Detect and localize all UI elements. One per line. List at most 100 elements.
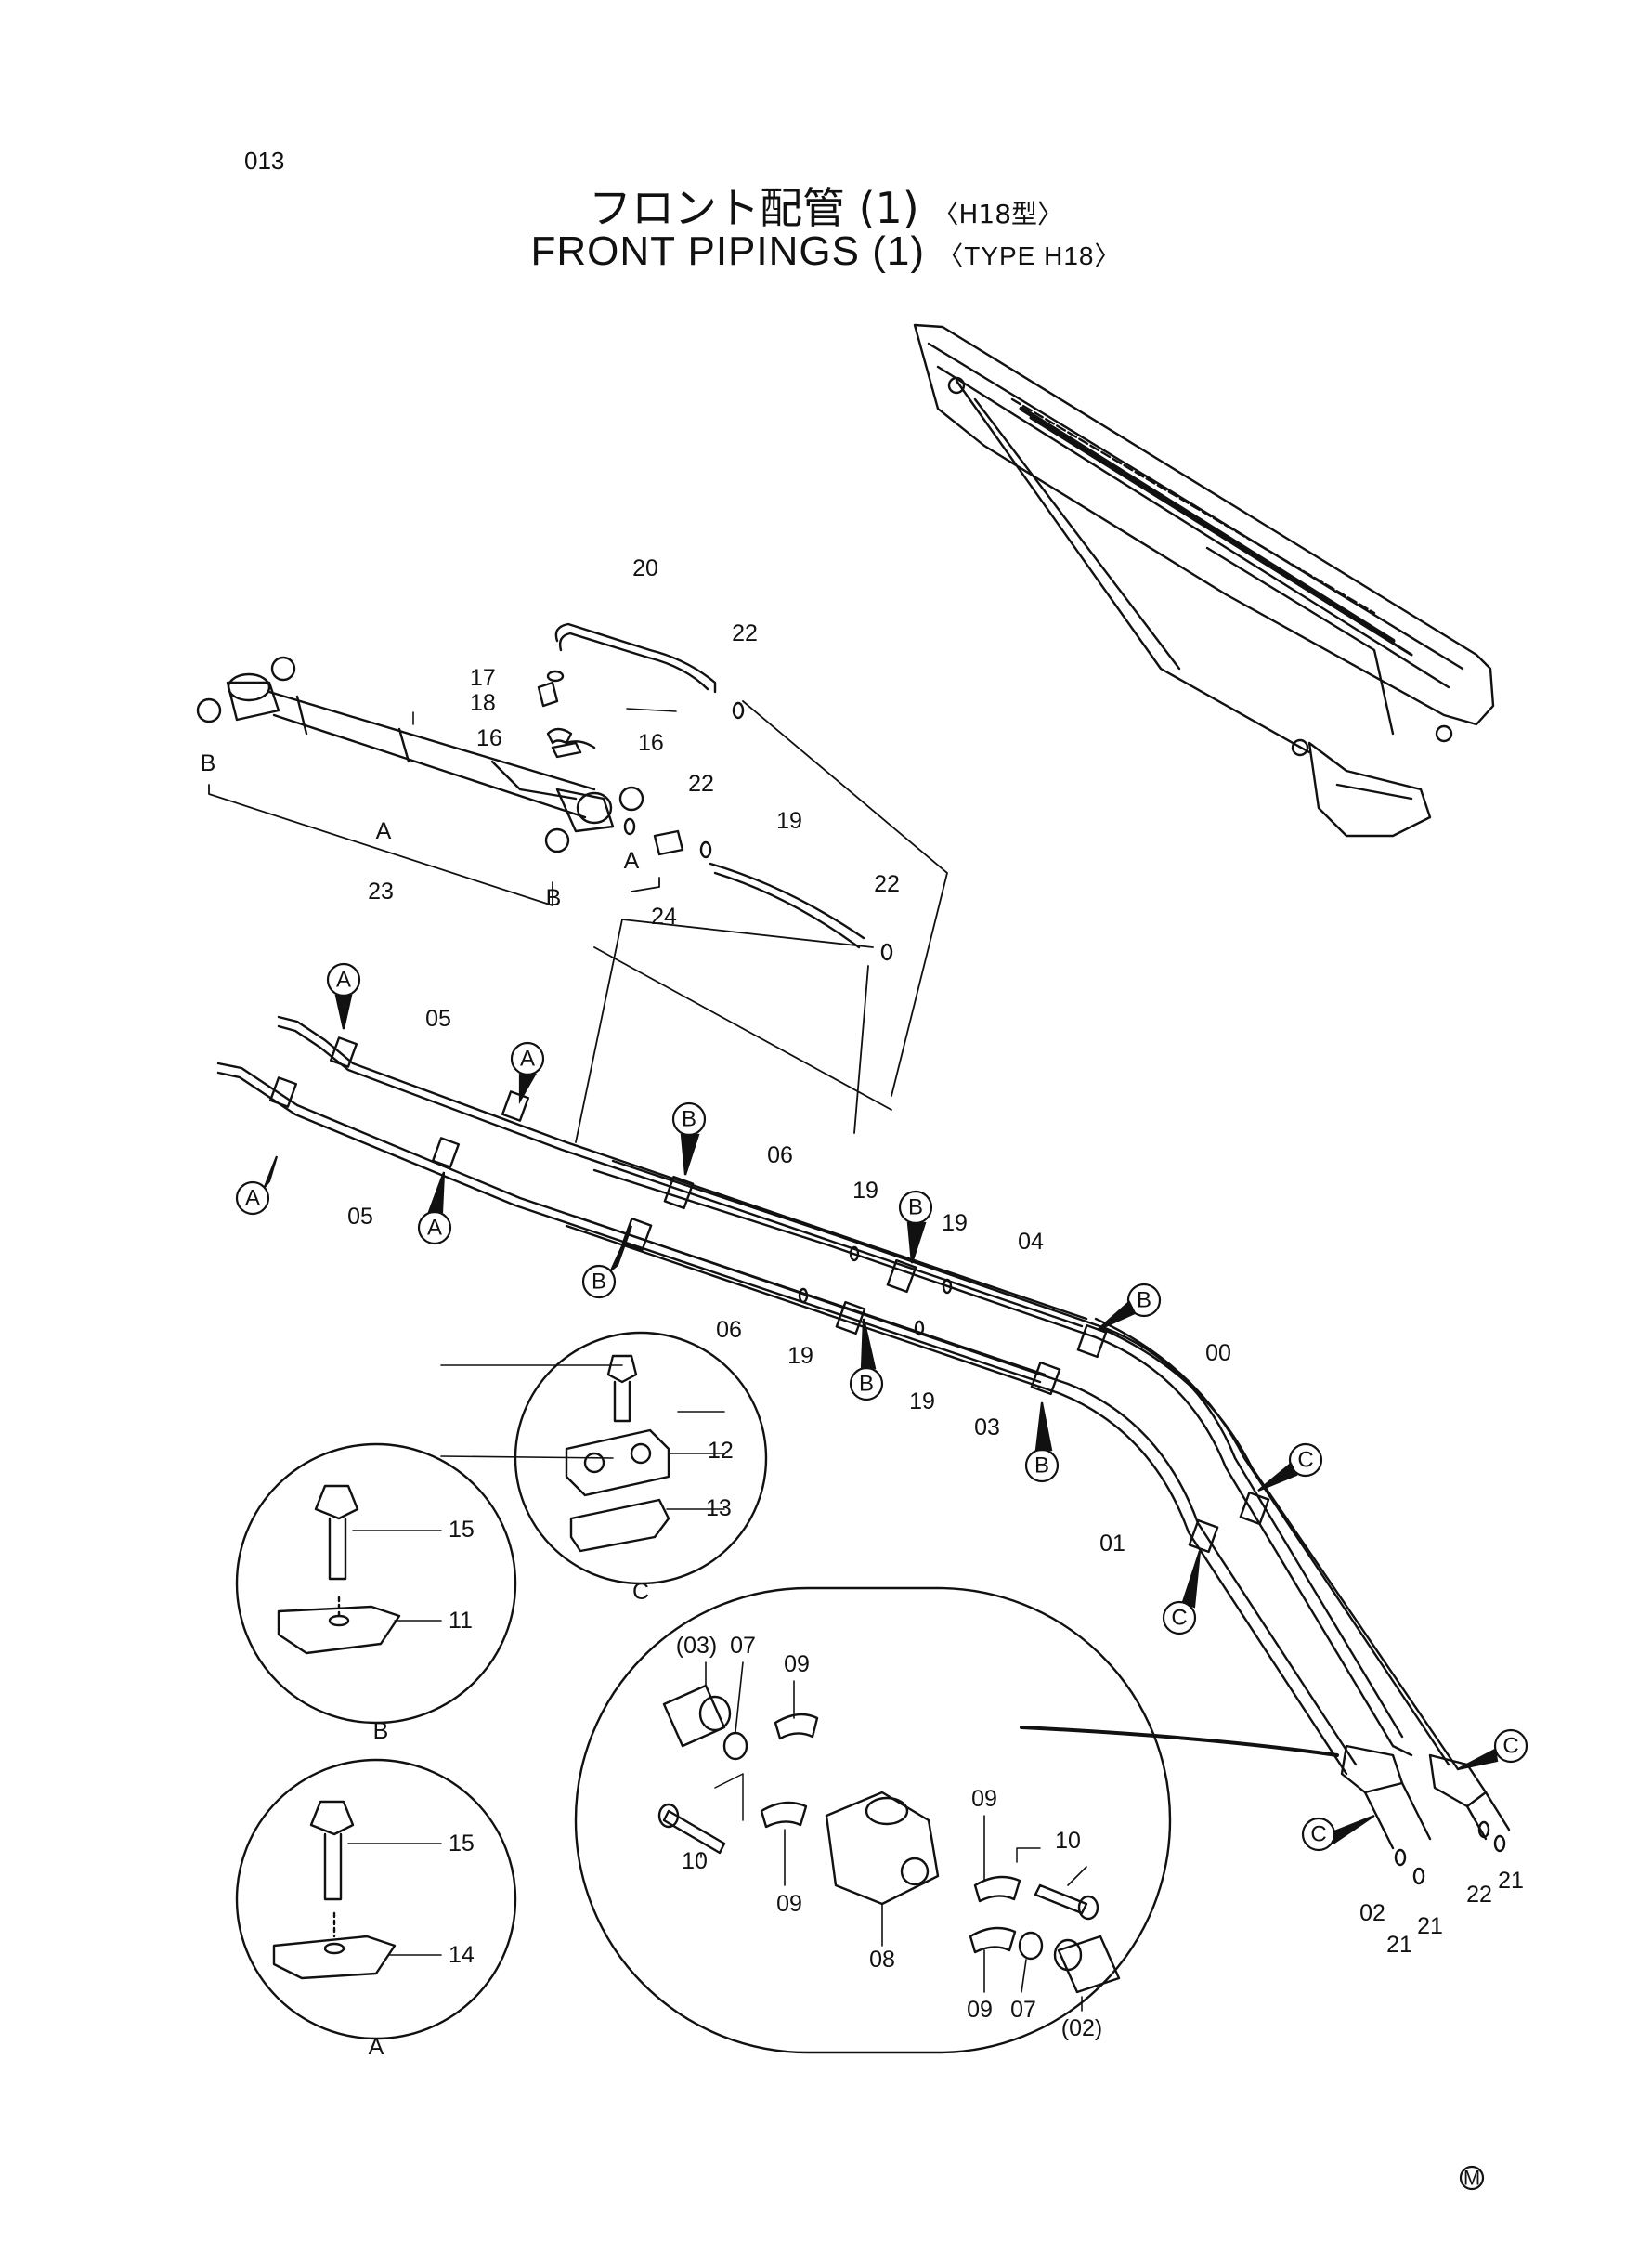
label-part-17: 17 xyxy=(470,665,496,691)
callout-b-6-letter: B xyxy=(1034,1453,1049,1479)
label-part-03: 03 xyxy=(974,1414,1000,1440)
cylinder-assembly xyxy=(196,656,644,853)
callout-c-4 xyxy=(1301,1814,1375,1852)
label-part-18: 18 xyxy=(470,690,496,716)
label-part-21b: 21 xyxy=(1417,1913,1443,1939)
callout-c-4-letter: C xyxy=(1310,1822,1326,1847)
title-jp-main: フロント配管 (1) xyxy=(588,183,919,233)
callout-b-3 xyxy=(898,1190,933,1264)
callout-b-1-letter: B xyxy=(682,1107,696,1132)
label-part-16b: 16 xyxy=(638,730,664,756)
excavator-front-overview xyxy=(913,323,1495,838)
detail-b xyxy=(235,1442,517,1725)
callout-b-2 xyxy=(581,1225,633,1299)
callout-a-1-letter: A xyxy=(336,968,351,993)
callout-a-3 xyxy=(235,1155,279,1216)
callout-a-2 xyxy=(510,1041,545,1105)
callout-a-1 xyxy=(326,962,361,1030)
callout-a-4 xyxy=(417,1171,452,1245)
label-detail-c: C xyxy=(632,1579,649,1605)
title-en-main: FRONT PIPINGS (1) xyxy=(530,228,925,274)
label-part-09b: 09 xyxy=(776,1891,802,1917)
label-part-10b: 10 xyxy=(1055,1828,1081,1854)
callout-b-4 xyxy=(849,1318,884,1401)
label-part-22b: 22 xyxy=(688,771,714,797)
callout-a-2-letter: A xyxy=(520,1047,535,1072)
callout-c-3-letter: C xyxy=(1502,1734,1518,1759)
detail-c xyxy=(514,1331,768,1585)
callout-b-4-letter: B xyxy=(859,1372,874,1397)
label-part-05b: 05 xyxy=(347,1204,373,1230)
label-part-22d: 22 xyxy=(1466,1882,1492,1908)
callout-b-2-letter: B xyxy=(592,1270,606,1295)
label-part-15a: 15 xyxy=(449,1517,475,1543)
callout-a-3-letter: A xyxy=(245,1186,260,1211)
title-japanese: フロント配管 (1) 〈H18型〉 xyxy=(0,175,1652,236)
label-part-10a: 10 xyxy=(682,1848,708,1874)
callout-b-5-letter: B xyxy=(1137,1288,1151,1313)
label-part-06b: 06 xyxy=(716,1317,742,1343)
label-part-02-paren: (02) xyxy=(1061,2015,1102,2041)
mark-circle xyxy=(1459,2165,1485,2191)
label-part-19b: 19 xyxy=(852,1178,878,1204)
label-part-11: 11 xyxy=(449,1608,473,1634)
label-part-09c: 09 xyxy=(971,1786,997,1812)
label-ref-a2: A xyxy=(624,848,640,874)
label-part-12: 12 xyxy=(708,1438,734,1464)
label-part-16a: 16 xyxy=(476,725,502,751)
clamps xyxy=(268,1036,1270,1554)
label-part-14: 14 xyxy=(449,1942,475,1968)
label-part-01: 01 xyxy=(1099,1531,1125,1557)
label-part-15b: 15 xyxy=(449,1831,475,1857)
label-part-00: 00 xyxy=(1205,1340,1231,1366)
callout-b-5 xyxy=(1097,1283,1162,1332)
label-ref-b1: B xyxy=(201,750,216,776)
callout-markers xyxy=(235,962,1528,2191)
label-part-21a: 21 xyxy=(1386,1932,1412,1958)
callout-c-2-letter: C xyxy=(1171,1606,1187,1631)
pipe-20 xyxy=(554,622,717,694)
page-number: 013 xyxy=(244,147,285,175)
label-part-20: 20 xyxy=(632,555,658,581)
label-ref-b2: B xyxy=(546,885,562,911)
callout-c-1 xyxy=(1257,1442,1323,1492)
detail-a xyxy=(235,1758,517,2040)
label-part-19a: 19 xyxy=(776,808,802,834)
hose-19 xyxy=(709,862,865,940)
label-part-02: 02 xyxy=(1359,1900,1385,1926)
label-part-13: 13 xyxy=(706,1495,732,1521)
callout-c-2 xyxy=(1162,1550,1202,1635)
title-jp-sub: 〈H18型〉 xyxy=(932,199,1064,229)
label-part-07b: 07 xyxy=(1010,1997,1036,2023)
manufacturer-mark: M xyxy=(1463,2167,1480,2190)
label-part-22a: 22 xyxy=(732,620,758,646)
title-english: FRONT PIPINGS (1) 〈TYPE H18〉 xyxy=(0,228,1652,275)
label-detail-a: A xyxy=(369,2034,384,2060)
label-part-07a: 07 xyxy=(730,1633,756,1659)
pipe-bundle xyxy=(216,1015,1511,1850)
label-detail-b: B xyxy=(373,1718,389,1744)
label-part-09a: 09 xyxy=(784,1651,810,1677)
label-part-21c: 21 xyxy=(1498,1868,1524,1894)
label-ref-a1: A xyxy=(376,818,392,844)
label-part-03-paren: (03) xyxy=(676,1633,717,1659)
callout-c-1-letter: C xyxy=(1297,1448,1313,1473)
title-en-sub: 〈TYPE H18〉 xyxy=(937,241,1122,270)
label-part-06a: 06 xyxy=(767,1142,793,1168)
callout-c-3 xyxy=(1457,1728,1528,1771)
label-part-19d: 19 xyxy=(787,1343,813,1369)
callout-b-6 xyxy=(1024,1401,1060,1483)
detail-joint xyxy=(574,1586,1339,2054)
label-part-23: 23 xyxy=(368,879,394,905)
callout-b-1 xyxy=(671,1101,707,1176)
label-part-04: 04 xyxy=(1018,1229,1044,1255)
label-part-08: 08 xyxy=(869,1947,895,1973)
label-part-19e: 19 xyxy=(909,1388,935,1414)
label-part-05a: 05 xyxy=(425,1006,451,1032)
label-part-24: 24 xyxy=(651,904,677,930)
label-part-09d: 09 xyxy=(967,1997,993,2023)
callout-a-4-letter: A xyxy=(427,1216,442,1241)
callout-b-3-letter: B xyxy=(908,1195,923,1220)
label-part-22c: 22 xyxy=(874,871,900,897)
